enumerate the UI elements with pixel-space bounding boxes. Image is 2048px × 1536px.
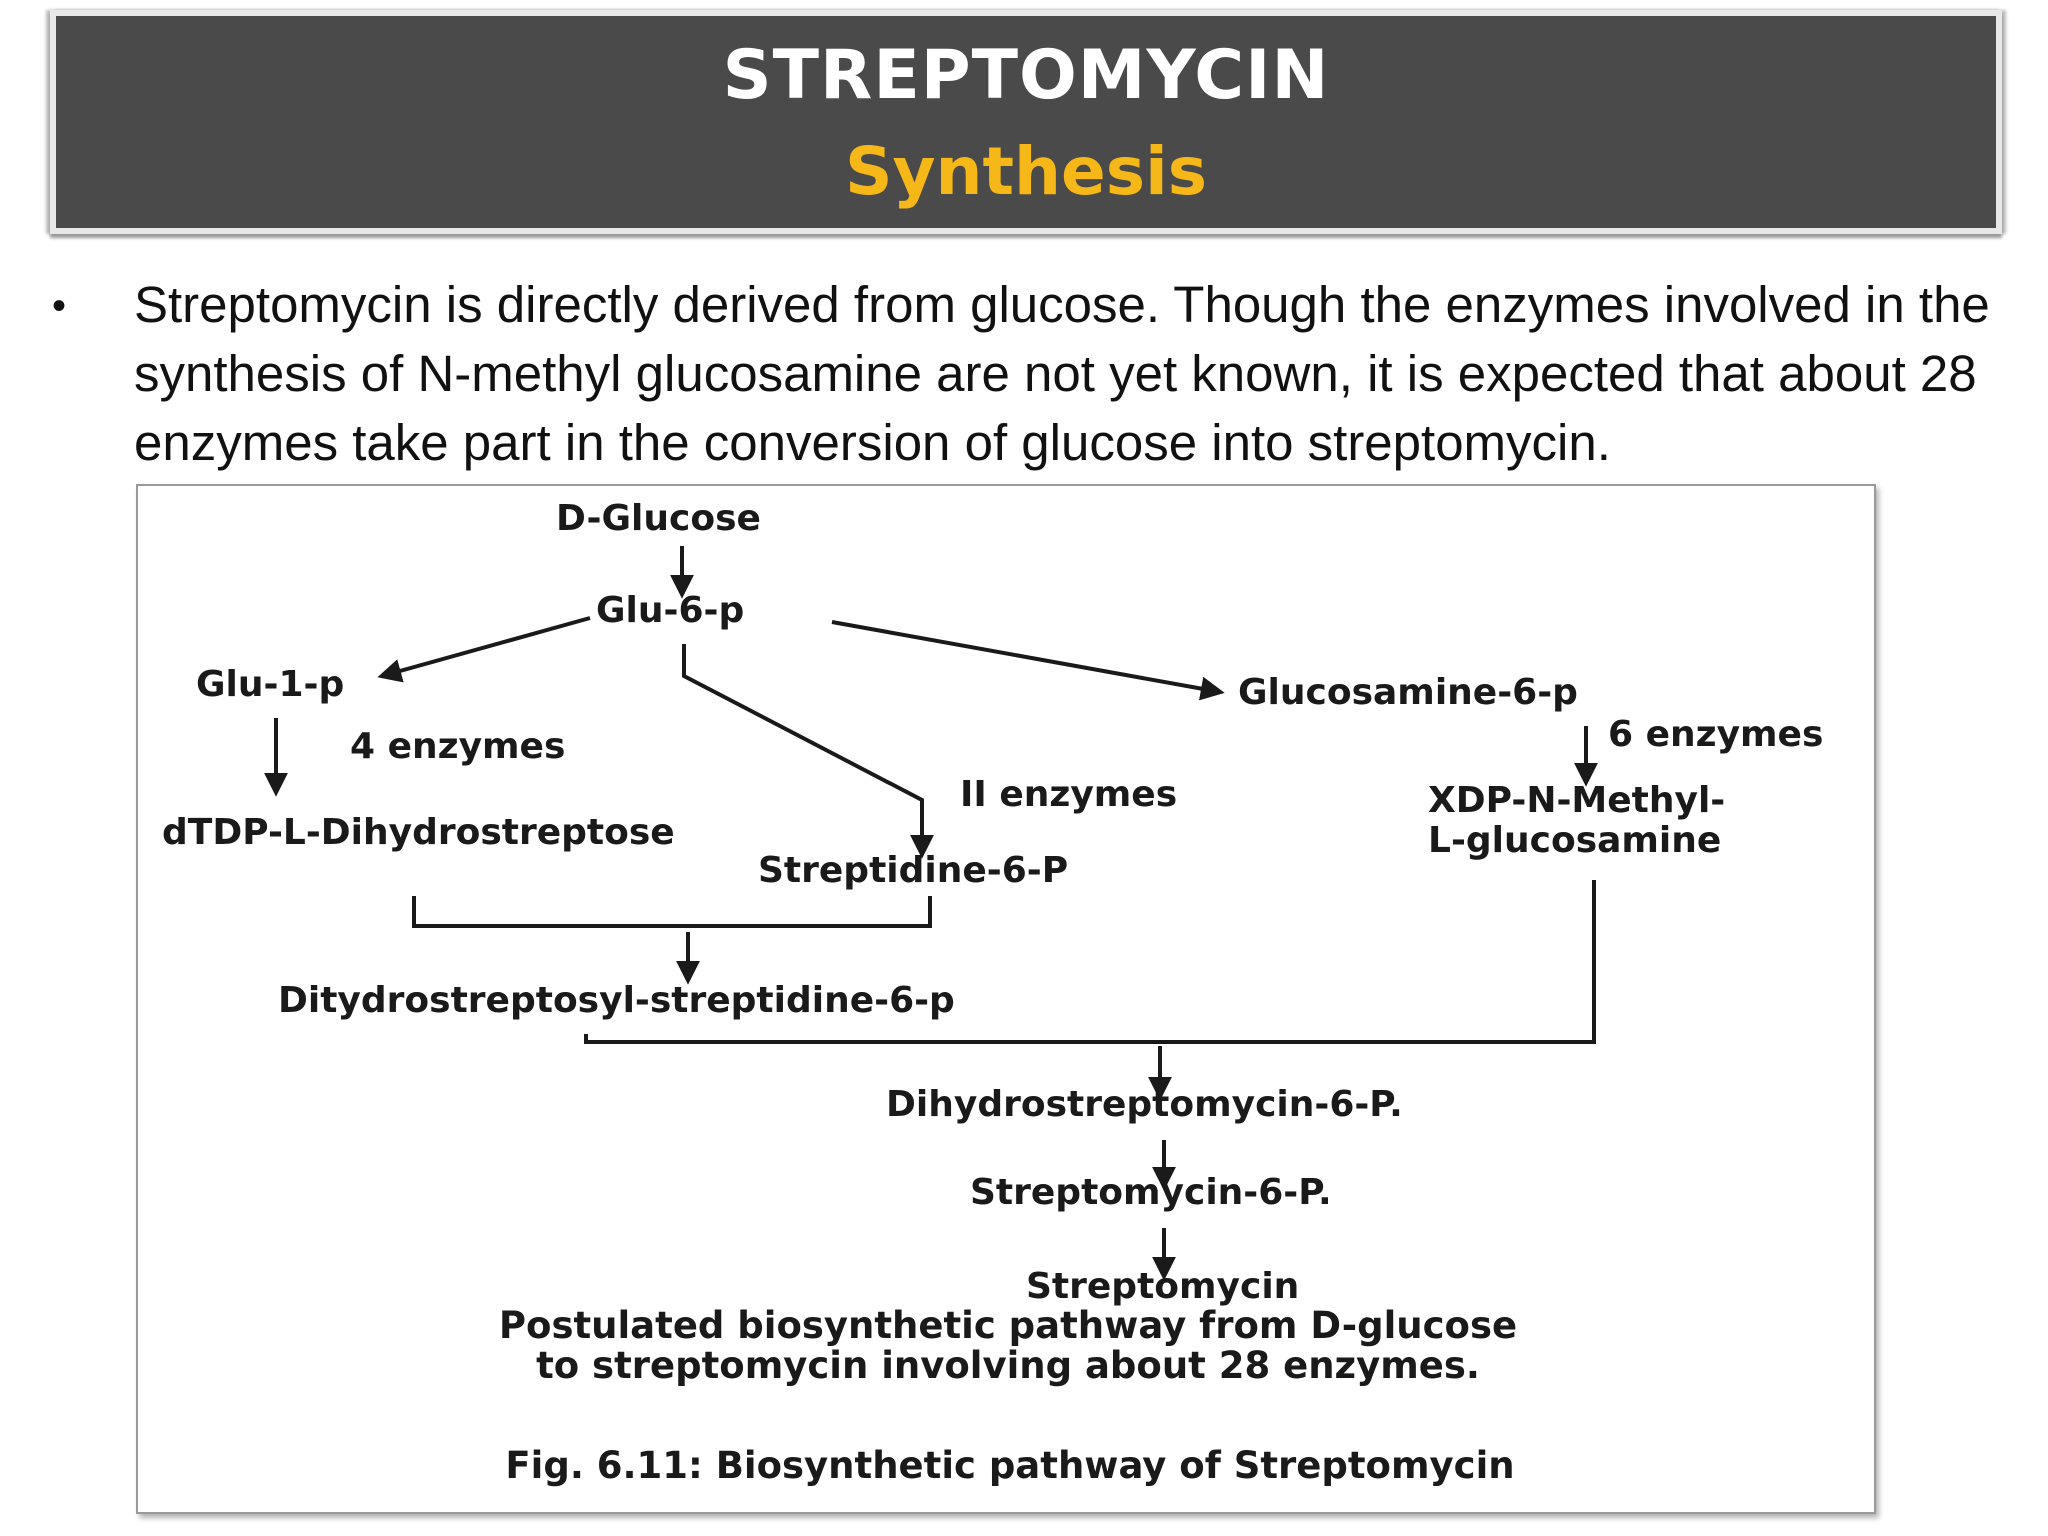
label-6-enzymes: 6 enzymes xyxy=(1608,714,1823,755)
node-streptidine6p: Streptidine-6-P xyxy=(758,850,1068,891)
node-ditydro: Ditydrostreptosyl-streptidine-6-p xyxy=(278,980,955,1021)
arrow-glu6p-glu1p xyxy=(377,616,591,683)
diagram-caption-line1: Postulated biosynthetic pathway from D-g… xyxy=(499,1304,1517,1347)
diagram-caption-line2: to streptomycin involving about 28 enzym… xyxy=(536,1344,1480,1387)
node-xdp-line1: XDP-N-Methyl- xyxy=(1428,780,1725,821)
bracket-dtdp-streptidine xyxy=(412,896,932,928)
node-dihydrostreptomycin6p: Dihydrostreptomycin-6-P. xyxy=(886,1084,1403,1125)
slide-header: STREPTOMYCIN Synthesis xyxy=(50,10,2002,234)
pathway-figure: D-Glucose Glu-6-p Glu-1-p 4 enzymes dTDP… xyxy=(136,484,1876,1514)
arrow-glu6p-streptidine xyxy=(682,644,934,859)
pathway-diagram: D-Glucose Glu-6-p Glu-1-p 4 enzymes dTDP… xyxy=(162,498,1823,1487)
node-glucosamine6p: Glucosamine-6-p xyxy=(1238,672,1578,713)
node-glu6p: Glu-6-p xyxy=(596,590,744,631)
arrow-glu6p-glucosamine6p xyxy=(831,620,1225,701)
node-dtdp: dTDP-L-Dihydrostreptose xyxy=(162,812,675,853)
node-d-glucose: D-Glucose xyxy=(556,498,761,539)
node-streptomycin: Streptomycin xyxy=(1026,1266,1299,1307)
label-4-enzymes: 4 enzymes xyxy=(350,726,565,767)
bracket-ditydro-xdp xyxy=(584,880,1596,1044)
bullet-dot-icon: • xyxy=(52,284,67,328)
node-glu1p: Glu-1-p xyxy=(196,664,344,705)
pathway-connectors xyxy=(264,546,1598,1281)
figure-caption: Fig. 6.11: Biosynthetic pathway of Strep… xyxy=(505,1444,1514,1487)
node-streptomycin6p: Streptomycin-6-P. xyxy=(970,1172,1332,1213)
slide-title: STREPTOMYCIN xyxy=(722,36,1330,115)
node-xdp-line2: L-glucosamine xyxy=(1428,820,1721,861)
bullet-text: Streptomycin is directly derived from gl… xyxy=(134,276,1990,471)
slide-subtitle: Synthesis xyxy=(844,133,1208,210)
label-11-enzymes: II enzymes xyxy=(960,774,1177,815)
